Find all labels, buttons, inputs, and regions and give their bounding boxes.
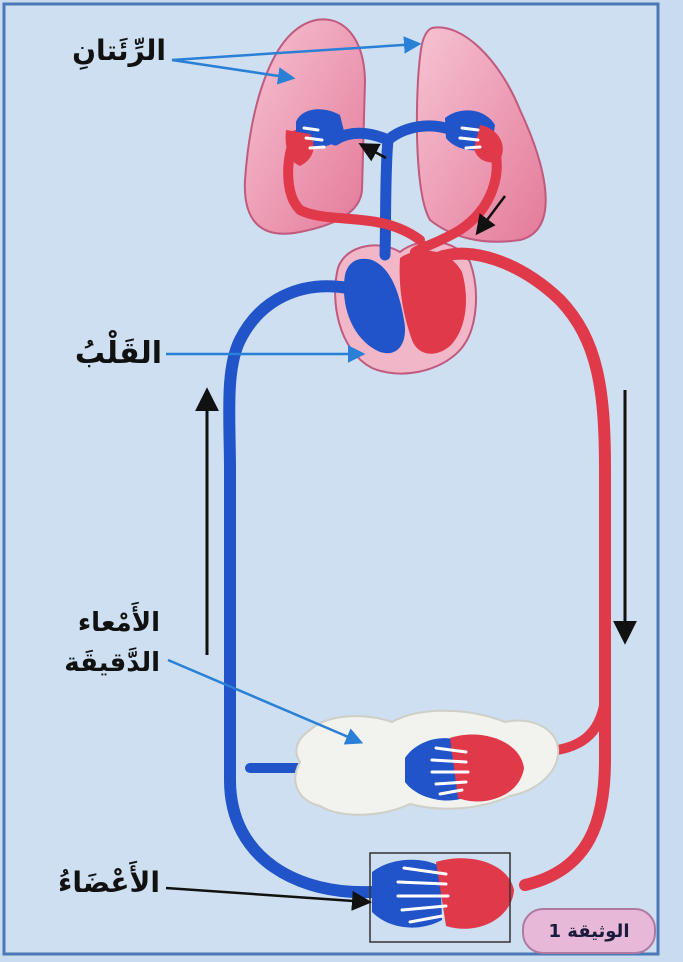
small-intestine-label-line2: الدَّقيقَة: [40, 648, 160, 678]
lungs-label: الرِّئَتانِ: [40, 34, 166, 67]
figure-badge: الوثيقة 1: [522, 908, 656, 954]
heart-label: القَلْبُ: [60, 336, 162, 371]
organs-label: الأَعْضَاءُ: [30, 866, 160, 899]
intestine-capillaries: [405, 735, 524, 802]
small-intestine-label-line1: الأَمْعاء: [40, 608, 160, 638]
